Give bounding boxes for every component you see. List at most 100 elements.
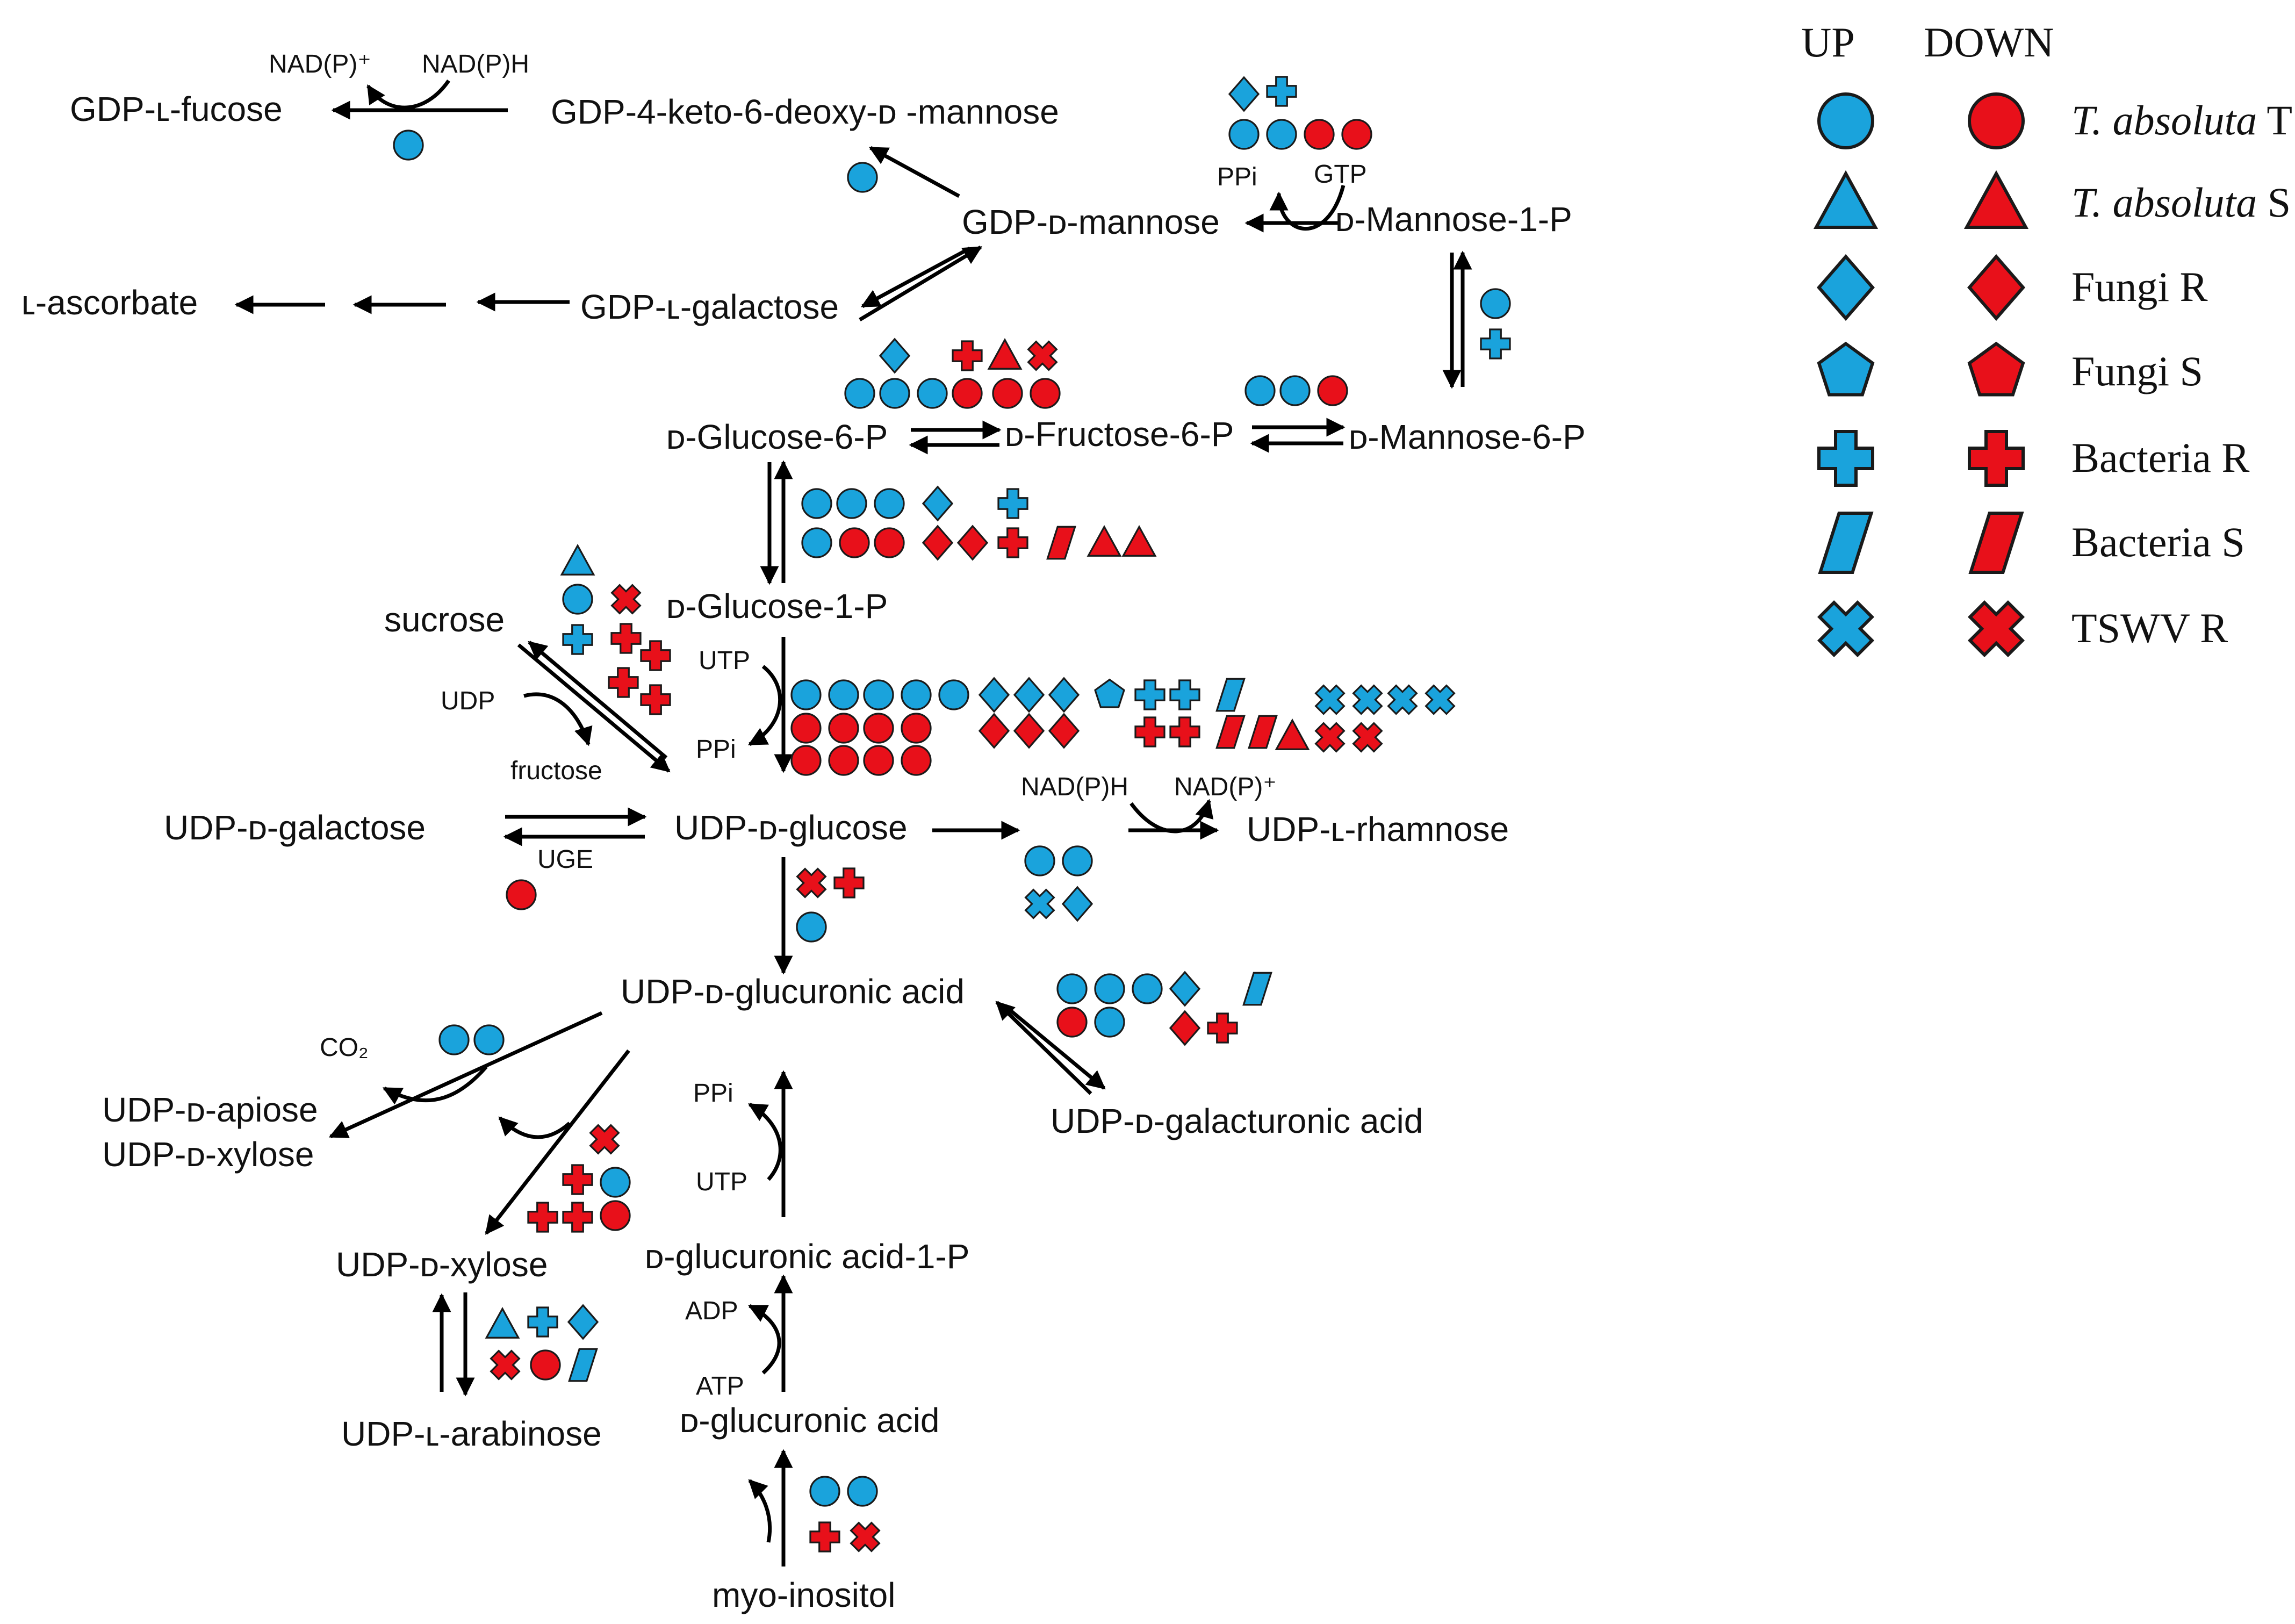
legend-label-6: TSWV R [2071, 605, 2228, 651]
marker-cross-up [997, 488, 1028, 519]
legend-label-5: Bacteria S [2071, 519, 2245, 565]
marker-cross-up [1134, 679, 1166, 710]
arrow-inositol-side-curve [748, 1479, 772, 1543]
arrow-nadp-curve-2 [1129, 799, 1214, 833]
cofactor-nadp-plus-2: NAD(P)⁺ [1174, 773, 1277, 801]
marker-circle-down [506, 879, 537, 910]
marker-cross-down [640, 640, 671, 671]
metabolite-glucuronic-1p: ᴅ-glucuronic acid-1-P [645, 1237, 969, 1276]
metabolite-mannose-6p: ᴅ-Mannose-6-P [1349, 418, 1586, 456]
cofactor-labels: NAD(P)⁺ NAD(P)H PPi GTP UTP UDP PPi UGE … [269, 50, 1367, 1400]
metabolite-gdp-mannose: GDP-ᴅ-mannose [962, 203, 1220, 241]
arrow-udpglc-to-sucrose [528, 641, 668, 759]
marker-circle-up [562, 584, 593, 615]
metabolite-fructose: fructose [510, 757, 602, 785]
metabolite-glucuronic-acid: ᴅ-glucuronic acid [680, 1401, 940, 1440]
marker-group-phosphoglucomutase [801, 485, 1157, 561]
marker-group-udp-xylose-epimerase [485, 1304, 599, 1382]
marker-circle-up [836, 488, 867, 519]
cofactor-udp: UDP [441, 687, 495, 715]
marker-x-down [1314, 722, 1346, 753]
metabolite-udp-glucose: UDP-ᴅ-glucose [674, 808, 908, 847]
cofactor-ppi-2: PPi [696, 735, 736, 764]
marker-diamond-down [1013, 713, 1045, 749]
marker-circle-up [1056, 973, 1088, 1004]
marker-cross-down [610, 623, 642, 654]
legend-circle-up [1817, 92, 1874, 149]
marker-group-udp-glucose-pyrophosphorylase [790, 677, 1456, 776]
marker-cross-down [640, 684, 671, 715]
marker-circle-up [847, 1476, 878, 1507]
marker-group-udp-glucose-dehydrogenase [796, 867, 865, 943]
marker-diamond-up [567, 1304, 599, 1340]
marker-group-phosphomannomutase [1480, 288, 1511, 360]
arrow-utp-curve [747, 665, 782, 746]
marker-circle-down [901, 713, 932, 744]
legend-pentagon-down [1967, 341, 2025, 397]
marker-group-udp-glucose-epimerase [506, 879, 537, 910]
metabolite-udp-xylose-pair: UDP-ᴅ-xylose [102, 1135, 314, 1174]
legend-label-4: Bacteria R [2071, 434, 2249, 481]
legend-circle-down [1968, 92, 2025, 149]
marker-parallelogram-down [1215, 715, 1246, 749]
marker-cross-down [833, 867, 865, 899]
arrow-xylose-side-curve [498, 1116, 571, 1139]
marker-triangle-down [1121, 524, 1157, 557]
marker-circle-up [1266, 119, 1297, 150]
legend-diamond-up [1817, 254, 1875, 321]
metabolite-gdp-galactose: GDP-ʟ-galactose [580, 288, 839, 326]
legend-parallelogram-up [1818, 512, 1874, 574]
cofactor-utp-1: UTP [699, 646, 750, 675]
metabolite-mannose-1p: ᴅ-Mannose-1-P [1335, 200, 1572, 239]
marker-group-sucrose-synthase [560, 543, 671, 715]
marker-circle-down [1030, 378, 1061, 409]
marker-triangle-up [560, 543, 595, 576]
marker-triangle-down [1087, 524, 1122, 557]
metabolite-fructose-6p: ᴅ-Fructose-6-P [1005, 415, 1234, 454]
marker-circle-down [600, 1200, 631, 1231]
marker-circle-up [1062, 845, 1093, 876]
marker-x-up [1352, 684, 1383, 715]
marker-diamond-up [1061, 886, 1093, 922]
marker-circle-up [1132, 973, 1163, 1004]
marker-group-glucose-6-phosphate-isomerase [844, 337, 1061, 409]
marker-diamond-down [956, 524, 989, 561]
marker-circle-down [828, 713, 859, 744]
arrow-adp-curve [747, 1304, 781, 1375]
marker-group-gdp-mannose-dehydratase [847, 162, 878, 193]
marker-group-gdp-mannose-pyrophosphorylase [1228, 76, 1372, 150]
metabolite-glucose-6p: ᴅ-Glucose-6-P [666, 418, 888, 456]
marker-cross-down [562, 1164, 593, 1195]
arrow-sucrose-to-udpglc [517, 643, 671, 773]
marker-circle-up [1244, 375, 1276, 406]
marker-x-up [1024, 888, 1055, 919]
marker-circle-up [801, 527, 832, 558]
marker-x-down [589, 1124, 620, 1155]
marker-parallelogram-up [1242, 972, 1272, 1006]
marker-diamond-down [978, 713, 1010, 749]
marker-circle-down [839, 527, 870, 558]
marker-circle-up [844, 378, 875, 409]
metabolite-ascorbate: ʟ-ascorbate [21, 283, 198, 322]
marker-diamond-up [1228, 76, 1260, 112]
marker-circle-up [901, 679, 932, 710]
marker-circle-down [901, 745, 932, 776]
legend-down-header: DOWN [1924, 19, 2054, 66]
marker-circle-up [1094, 973, 1125, 1004]
marker-group-rhamnose-synthase [1024, 845, 1093, 922]
arrow-co2-curve [382, 1065, 488, 1105]
marker-diamond-down [1048, 713, 1080, 749]
metabolite-glucose-1p: ᴅ-Glucose-1-P [666, 587, 888, 626]
marker-circle-up [809, 1476, 840, 1507]
marker-circle-down [1056, 1007, 1088, 1038]
marker-parallelogram-up [1215, 678, 1246, 712]
cofactor-ppi-1: PPi [1217, 163, 1257, 191]
metabolite-udp-galacturonic: UDP-ᴅ-galacturonic acid [1051, 1102, 1423, 1140]
marker-cross-up [1480, 328, 1511, 360]
legend-up-header: UP [1801, 19, 1855, 66]
cofactor-nadph-1: NAD(P)H [422, 50, 529, 78]
marker-x-up [1387, 684, 1418, 715]
metabolite-udp-glucuronic: UDP-ᴅ-glucuronic acid [621, 972, 965, 1011]
arrow-glcA-to-apiose [328, 1011, 603, 1139]
expression-markers [393, 76, 1511, 1553]
